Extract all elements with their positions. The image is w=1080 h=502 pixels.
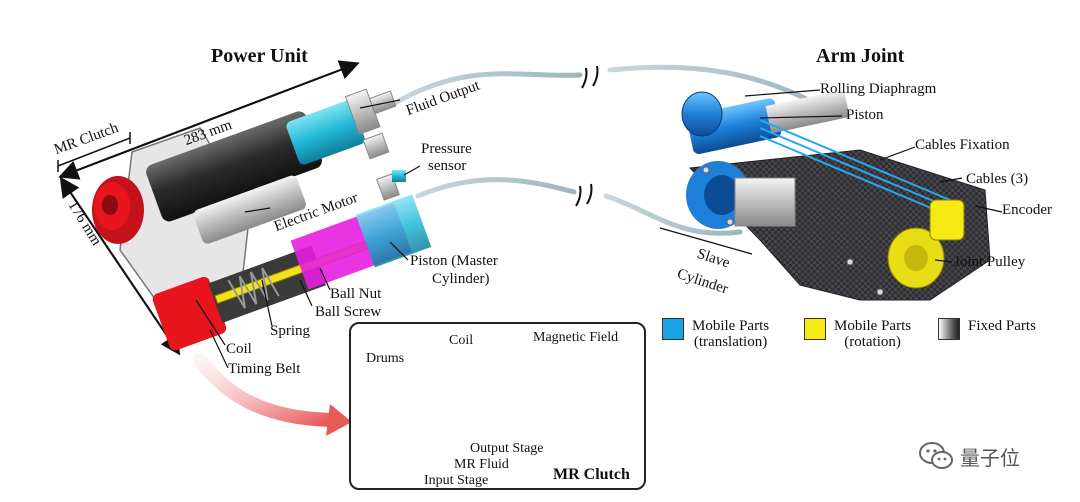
dimension-283-line bbox=[58, 60, 360, 180]
power-unit-title: Power Unit bbox=[211, 45, 308, 67]
mr-clutch-inset bbox=[349, 322, 646, 490]
dimension-176-line bbox=[59, 176, 181, 356]
zoom-arrow bbox=[193, 353, 337, 427]
inset-label-mr-fluid: MR Fluid bbox=[454, 457, 509, 472]
label-joint-pulley: Joint Pulley bbox=[954, 254, 1026, 270]
legend-item-fixed: Fixed Parts bbox=[938, 318, 1036, 340]
label-rolling-diaphragm: Rolling Diaphragm bbox=[820, 81, 937, 97]
hose-break-marks bbox=[575, 65, 599, 207]
inset-title: MR Clutch bbox=[553, 466, 630, 483]
legend-swatch-fixed bbox=[938, 318, 960, 340]
arm-joint-illustration bbox=[681, 89, 991, 301]
label-piston-master-line1: Piston (Master bbox=[410, 253, 498, 269]
label-pressure-sensor-line2: sensor bbox=[428, 158, 467, 174]
legend-label-fixed: Fixed Parts bbox=[968, 318, 1036, 334]
watermark: 量子位 bbox=[918, 441, 1020, 471]
label-spring: Spring bbox=[270, 323, 311, 339]
inset-label-magnetic-field: Magnetic Field bbox=[533, 330, 619, 345]
fluid-hoses bbox=[392, 64, 833, 236]
legend-item-translation: Mobile Parts (translation) bbox=[662, 318, 769, 350]
leader-lines-arm-joint bbox=[659, 89, 1003, 263]
label-encoder: Encoder bbox=[1002, 202, 1052, 218]
label-piston-master-line2: Cylinder) bbox=[432, 271, 490, 287]
legend-label-rotation-line1: Mobile Parts bbox=[834, 318, 912, 334]
label-ball-screw: Ball Screw bbox=[315, 304, 382, 320]
inset-label-input-stage: Input Stage bbox=[424, 473, 489, 488]
leader-lines-power-unit bbox=[195, 99, 421, 369]
legend-swatch-rotation bbox=[804, 318, 826, 340]
legend-label-rotation-line2: (rotation) bbox=[844, 334, 901, 350]
label-piston: Piston bbox=[846, 107, 884, 123]
label-coil: Coil bbox=[226, 341, 252, 357]
legend-label-translation-line2: (translation) bbox=[693, 334, 768, 350]
legend-item-rotation: Mobile Parts (rotation) bbox=[804, 318, 911, 350]
arm-joint-title: Arm Joint bbox=[816, 45, 905, 67]
inset-label-drums: Drums bbox=[366, 351, 405, 366]
power-unit-illustration bbox=[92, 88, 432, 351]
wechat-icon bbox=[919, 442, 953, 469]
inset-label-coil: Coil bbox=[449, 333, 474, 348]
label-cables: Cables (3) bbox=[966, 171, 1029, 187]
label-ball-nut: Ball Nut bbox=[330, 286, 382, 302]
legend-swatch-translation bbox=[662, 318, 684, 340]
legend-label-translation-line1: Mobile Parts bbox=[692, 318, 770, 334]
watermark-text: 量子位 bbox=[960, 445, 1020, 470]
zoom-arrow-head bbox=[326, 404, 352, 436]
dimension-mr-clutch-line bbox=[57, 132, 131, 172]
label-timing-belt: Timing Belt bbox=[228, 361, 301, 377]
inset-label-output-stage: Output Stage bbox=[470, 441, 544, 456]
label-cables-fixation: Cables Fixation bbox=[915, 137, 1010, 153]
label-pressure-sensor-line1: Pressure bbox=[421, 141, 472, 157]
